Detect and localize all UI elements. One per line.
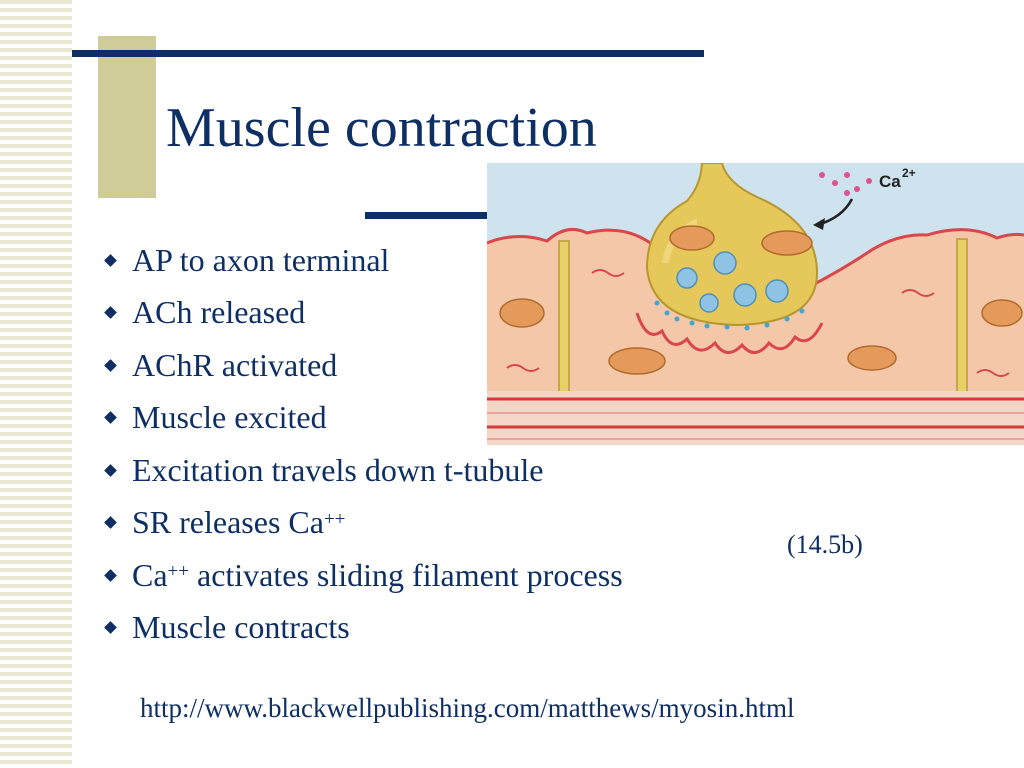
ion-label: Ca — [879, 172, 901, 191]
bullet-text: Ca — [132, 556, 168, 593]
diamond-bullet-icon — [104, 463, 117, 477]
bullet-text: Muscle contracts — [132, 609, 350, 646]
diamond-bullet-icon — [104, 253, 117, 267]
bullet-text: Muscle excited — [132, 399, 327, 436]
bullet-text: AP to axon terminal — [132, 241, 390, 278]
accent-box — [98, 36, 156, 198]
slide-title: Muscle contraction — [166, 97, 597, 159]
bullet-text-continued: activates sliding filament process — [188, 556, 623, 593]
bullet-item: Excitation travels down t-tubule — [100, 444, 623, 497]
diamond-bullet-icon — [104, 306, 117, 320]
bullet-text: AChR activated — [132, 346, 338, 383]
figure-caption: (14.5b) — [787, 530, 863, 559]
bullet-item: Ca++ activates sliding filament process — [100, 549, 623, 602]
superscript-charge: ++ — [323, 508, 346, 530]
bullet-list: AP to axon terminal ACh released AChR ac… — [100, 234, 623, 654]
diamond-bullet-icon — [104, 568, 117, 582]
neuromuscular-junction-illustration: Ca 2+ — [487, 163, 1024, 445]
ion-charge: 2+ — [902, 166, 916, 180]
superscript-charge: ++ — [167, 561, 189, 583]
diamond-bullet-icon — [104, 358, 117, 372]
title-top-rule — [72, 50, 704, 57]
source-url: http://www.blackwellpublishing.com/matth… — [140, 693, 795, 723]
bullet-item: AP to axon terminal — [100, 234, 623, 287]
bullet-text: SR releases Ca — [132, 504, 324, 541]
bullet-item: SR releases Ca++ — [100, 497, 623, 550]
bullet-text: Excitation travels down t-tubule — [132, 451, 544, 488]
diamond-bullet-icon — [104, 411, 117, 425]
diamond-bullet-icon — [104, 621, 117, 635]
bullet-text: ACh released — [132, 294, 306, 331]
striped-sidebar-decoration — [0, 0, 72, 768]
bullet-item: AChR activated — [100, 339, 623, 392]
title-bottom-rule — [365, 212, 490, 219]
bullet-item: Muscle contracts — [100, 602, 623, 655]
bullet-item: Muscle excited — [100, 392, 623, 445]
diamond-bullet-icon — [104, 516, 117, 530]
bullet-item: ACh released — [100, 287, 623, 340]
